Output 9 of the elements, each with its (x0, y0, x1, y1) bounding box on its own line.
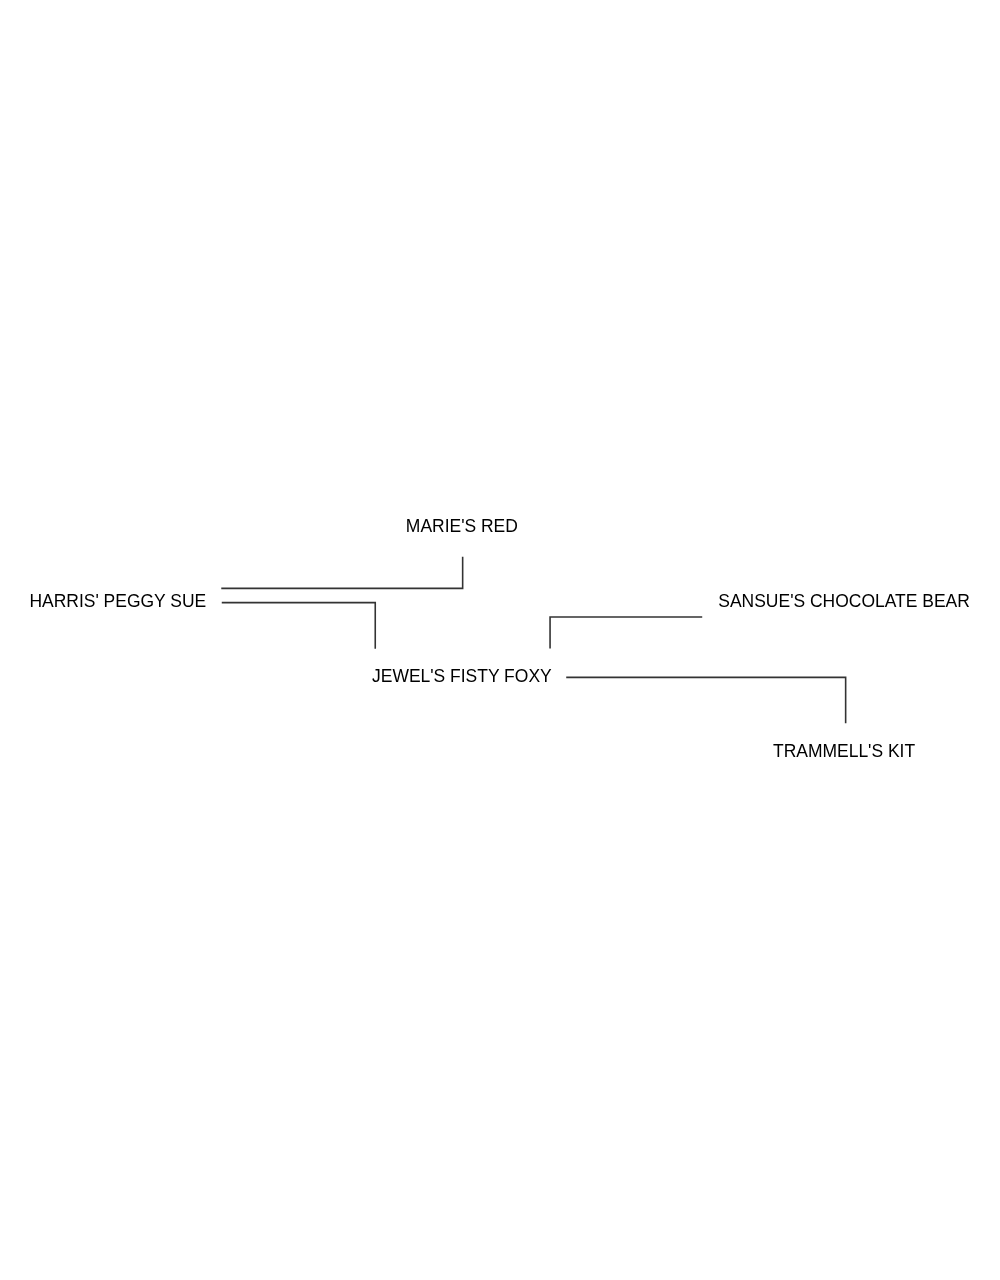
node-text: JEWEL'S FISTY FOXY (372, 665, 552, 686)
connector (220, 601, 377, 650)
connector (220, 555, 464, 590)
node-text: HARRIS' PEGGY SUE (29, 591, 207, 612)
connector (549, 616, 703, 650)
node-text: TRAMMELL'S KIT (772, 740, 916, 761)
node-text: MARIE'S RED (405, 516, 518, 537)
node-text: SANSUE'S CHOCOLATE BEAR (718, 591, 970, 612)
connector (565, 676, 847, 725)
